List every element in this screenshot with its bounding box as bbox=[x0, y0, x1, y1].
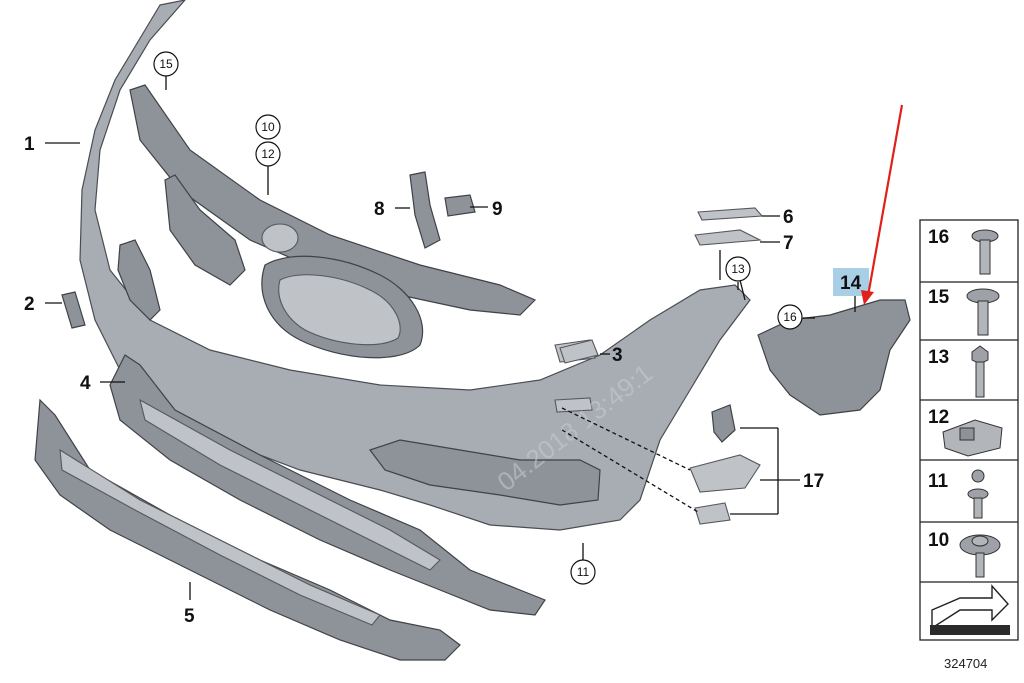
strip-part-6 bbox=[697, 207, 764, 221]
callout-2: 2 bbox=[24, 294, 35, 315]
callout-4: 4 bbox=[80, 373, 91, 394]
headlight-bracket-part-14 bbox=[757, 299, 911, 416]
callout-1: 1 bbox=[24, 134, 35, 155]
red-annotation-arrow bbox=[861, 104, 904, 305]
bumper-cover bbox=[79, 0, 751, 531]
svg-text:12: 12 bbox=[928, 407, 949, 428]
circled-callouts: 15 10 12 13 16 11 bbox=[153, 51, 803, 585]
callout-3: 3 bbox=[612, 345, 623, 366]
legend-row-16: 16 bbox=[928, 227, 999, 275]
svg-text:12: 12 bbox=[261, 147, 275, 161]
legend-row-12: 12 bbox=[928, 407, 1003, 457]
svg-text:10: 10 bbox=[928, 530, 949, 551]
trim-cover-part-17b bbox=[694, 502, 731, 525]
expanding-rivet-icon bbox=[967, 469, 989, 519]
callout-labels: 1 2 3 4 5 6 7 8 9 14 17 bbox=[24, 134, 869, 627]
clip-nut-icon bbox=[942, 419, 1003, 457]
leader-lines bbox=[45, 76, 856, 600]
svg-text:16: 16 bbox=[928, 227, 949, 248]
callout-6: 6 bbox=[783, 207, 794, 228]
circled-callout-11: 11 bbox=[570, 559, 596, 585]
cover-cap-part-3 bbox=[559, 339, 599, 364]
circled-callout-15: 15 bbox=[153, 51, 179, 77]
callout-17: 17 bbox=[803, 471, 824, 492]
legend-row-11: 11 bbox=[928, 469, 989, 519]
lower-air-duct-4 bbox=[109, 354, 546, 616]
view-direction-arrow-icon bbox=[930, 584, 1010, 635]
screw-with-washer-icon bbox=[971, 229, 999, 275]
strip-part-7 bbox=[694, 229, 763, 246]
fastener-legend: 16 15 13 12 bbox=[919, 219, 1019, 641]
circled-callout-12: 12 bbox=[255, 141, 281, 167]
legend-row-10: 10 bbox=[928, 530, 1001, 578]
svg-text:15: 15 bbox=[928, 287, 950, 308]
legend-row-13: 13 bbox=[928, 345, 989, 398]
bracket-part-17c bbox=[711, 404, 736, 443]
diagram-id-number: 324704 bbox=[944, 656, 987, 671]
circled-callout-10: 10 bbox=[255, 114, 281, 140]
svg-text:11: 11 bbox=[577, 565, 590, 579]
callout-9: 9 bbox=[492, 199, 503, 220]
svg-text:16: 16 bbox=[783, 310, 797, 324]
svg-text:13: 13 bbox=[731, 262, 745, 276]
callout-14: 14 bbox=[840, 273, 862, 294]
circled-callout-13: 13 bbox=[725, 256, 751, 282]
flange-bolt-icon bbox=[966, 288, 1000, 336]
trim-cover-part-17a bbox=[689, 454, 761, 493]
clip-part-9 bbox=[444, 194, 476, 217]
bracket-part-8 bbox=[409, 171, 441, 249]
svg-text:10: 10 bbox=[261, 120, 275, 134]
washer-screw-icon bbox=[959, 534, 1001, 578]
legend-row-15: 15 bbox=[928, 287, 1000, 336]
callout-7: 7 bbox=[783, 233, 794, 254]
callout-8: 8 bbox=[374, 199, 385, 220]
lower-grille-5 bbox=[34, 398, 461, 661]
bracket-part-2 bbox=[61, 291, 86, 329]
callout-5: 5 bbox=[184, 606, 195, 627]
svg-text:13: 13 bbox=[928, 347, 949, 368]
svg-text:11: 11 bbox=[928, 471, 949, 492]
hex-screw-icon bbox=[971, 345, 989, 398]
svg-text:15: 15 bbox=[159, 57, 173, 71]
circled-callout-16: 16 bbox=[777, 304, 803, 330]
